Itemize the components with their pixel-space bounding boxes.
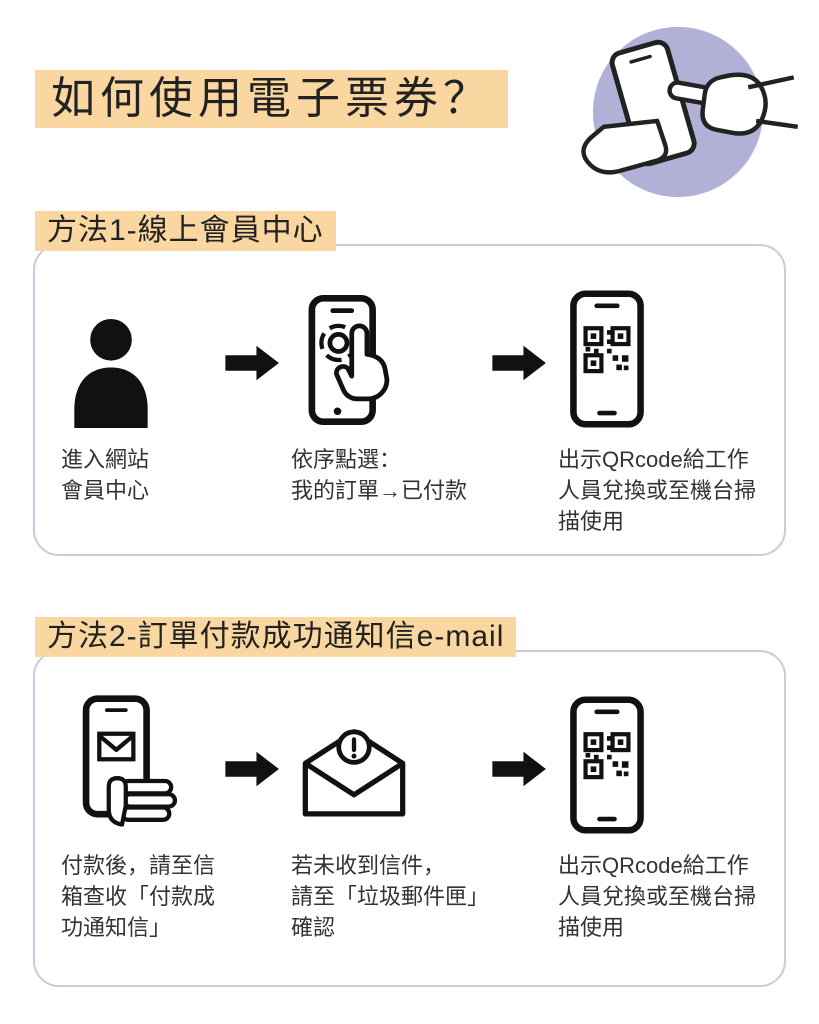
step-caption: 依序點選： 我的訂單→已付款 (291, 447, 468, 503)
person-icon (61, 286, 219, 428)
step-caption: 付款後，請至信 箱查收「付款成 功通知信」 (61, 853, 216, 940)
phone-tap-icon (291, 286, 486, 428)
holding-hand-icon (581, 118, 669, 175)
step-check-email: 付款後，請至信 箱查收「付款成 功通知信」 (61, 692, 219, 943)
hands-tapping-phone-illustration (581, 26, 799, 198)
method-2-section: 方法2-訂單付款成功通知信e-mail (33, 617, 786, 987)
step-caption: 若未收到信件， 請至「垃圾郵件匣」 確認 (291, 853, 490, 940)
step-caption: 出示QRcode給工作 人員兌換或至機台掃 描使用 (558, 853, 757, 940)
step-tap-order: 依序點選： 我的訂單→已付款 (291, 286, 486, 506)
step-show-qrcode: 出示QRcode給工作 人員兌換或至機台掃 描使用 (558, 692, 783, 943)
phone-qrcode-icon (558, 286, 783, 428)
arrow-right-icon (225, 750, 281, 788)
phone-email-icon (61, 692, 219, 834)
page-title: 如何使用電子票券？ (35, 70, 508, 128)
step-check-spam: 若未收到信件， 請至「垃圾郵件匣」 確認 (291, 692, 490, 943)
phone-qrcode-icon (558, 692, 783, 834)
method-1-steps: 進入網站 會員中心 (35, 246, 784, 537)
step-caption: 出示QRcode給工作 人員兌換或至機台掃 描使用 (558, 447, 757, 534)
step-caption: 進入網站 會員中心 (61, 447, 150, 503)
method-1-header: 方法1-線上會員中心 (35, 211, 336, 251)
method-1-section: 方法1-線上會員中心 進入網站 會員中心 (33, 211, 786, 556)
pointing-hand-icon (667, 72, 799, 136)
method-1-box: 進入網站 會員中心 (33, 244, 786, 556)
step-show-qrcode: 出示QRcode給工作 人員兌換或至機台掃 描使用 (558, 286, 783, 537)
step-enter-member-center: 進入網站 會員中心 (61, 286, 219, 506)
arrow-right-icon (492, 344, 548, 382)
method-2-steps: 付款後，請至信 箱查收「付款成 功通知信」 (35, 652, 784, 943)
arrow-right-icon (492, 750, 548, 788)
method-2-box: 付款後，請至信 箱查收「付款成 功通知信」 (33, 650, 786, 987)
method-2-header: 方法2-訂單付款成功通知信e-mail (35, 617, 517, 657)
mail-alert-icon (291, 692, 486, 834)
arrow-right-icon (225, 344, 281, 382)
